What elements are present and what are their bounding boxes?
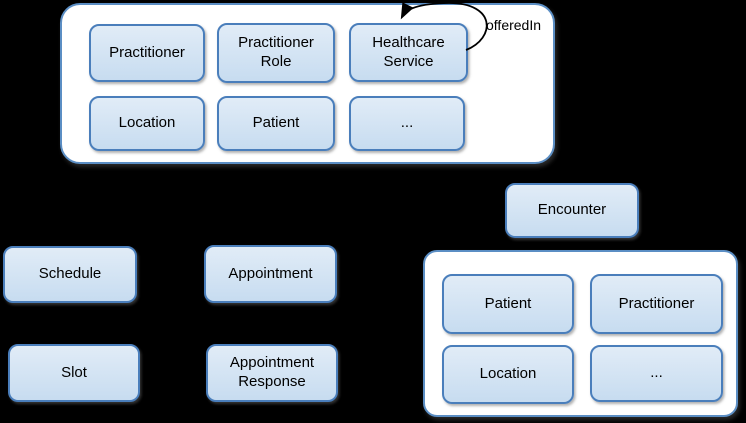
top-resource-group: Practitioner Practitioner Role Healthcar… <box>60 3 555 164</box>
node-appointment-response: Appointment Response <box>206 344 338 402</box>
node-slot: Slot <box>8 344 140 402</box>
self-loop-label: offeredIn <box>486 17 542 33</box>
node-practitioner: Practitioner <box>89 24 205 82</box>
node-ellipsis-2: ... <box>590 345 723 402</box>
node-appointment: Appointment <box>204 245 337 303</box>
node-encounter: Encounter <box>505 183 639 238</box>
node-location-2: Location <box>442 345 574 404</box>
node-location: Location <box>89 96 205 151</box>
node-practitioner-role: Practitioner Role <box>217 23 335 83</box>
node-practitioner-2: Practitioner <box>590 274 723 334</box>
node-patient: Patient <box>217 96 335 151</box>
node-ellipsis: ... <box>349 96 465 151</box>
node-patient-2: Patient <box>442 274 574 334</box>
node-schedule: Schedule <box>3 246 137 303</box>
node-healthcare-service: Healthcare Service <box>349 23 468 82</box>
bottom-right-resource-group: Patient Practitioner Location ... <box>423 250 738 417</box>
